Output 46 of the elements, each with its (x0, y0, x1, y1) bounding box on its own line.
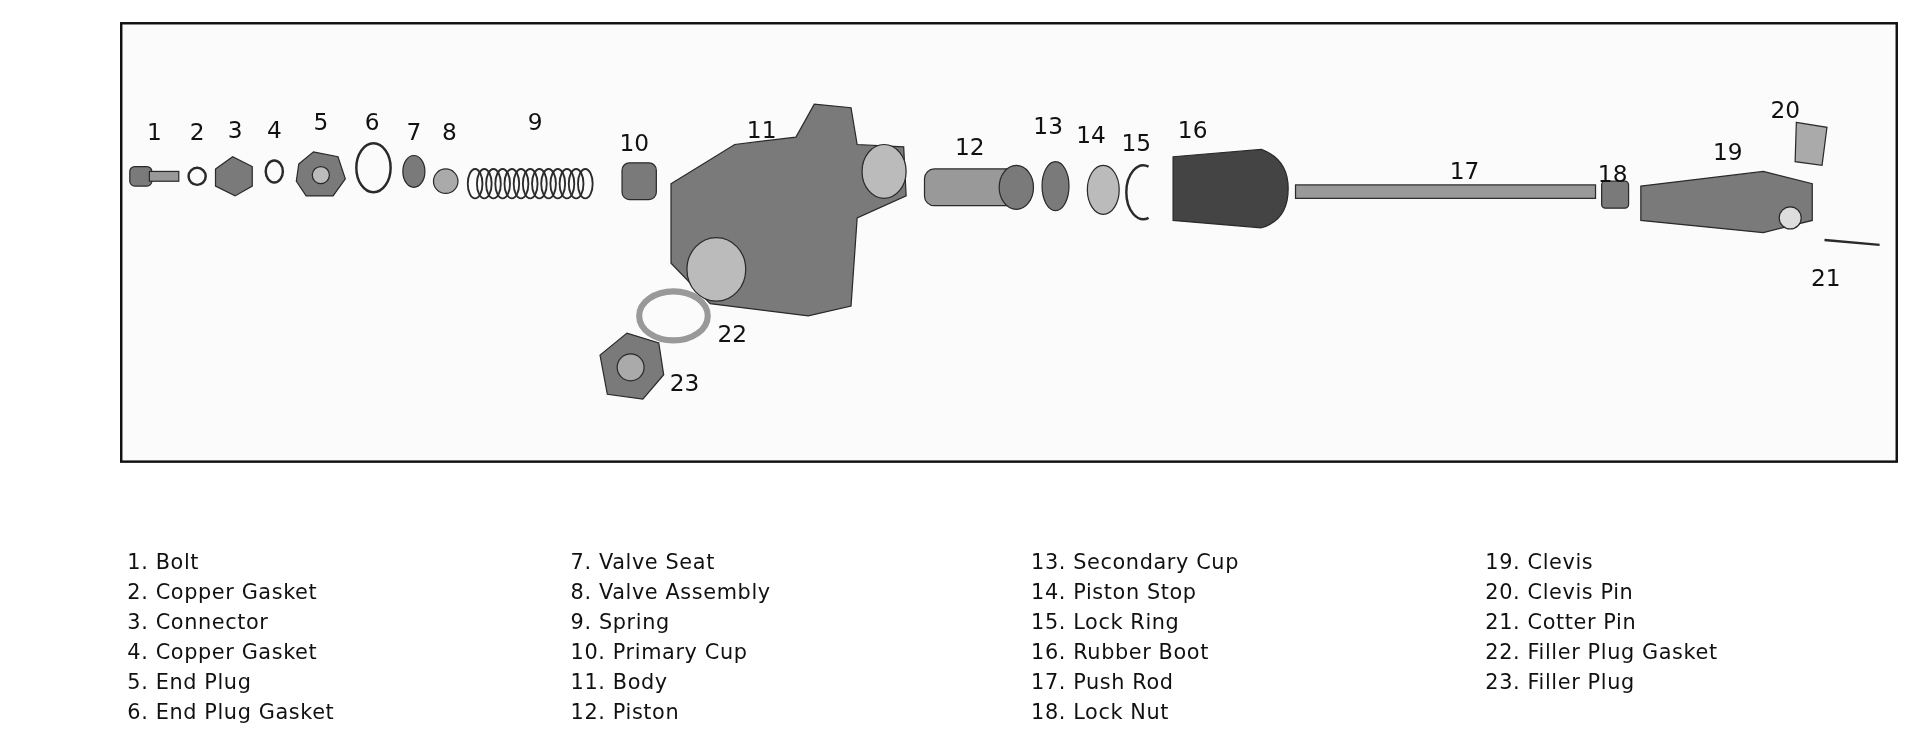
parts-list-item: 23. Filler Plug (1485, 671, 1635, 693)
parts-list-item: 8. Valve Assembly (570, 582, 771, 603)
callout-number: 17 (1449, 159, 1480, 184)
callout-number: 3 (227, 118, 243, 142)
callout-number: 22 (717, 322, 748, 346)
parts-list-item: 5. End Plug (127, 671, 252, 693)
callout-number: 2 (189, 120, 205, 144)
parts-list-item: 7. Valve Seat (570, 552, 715, 574)
callout-number: 14 (1076, 123, 1106, 147)
callout-number: 20 (1770, 98, 1801, 122)
parts-list-item: 11. Body (570, 671, 668, 693)
parts-list-item: 9. Spring (570, 612, 670, 633)
callout-number: 12 (955, 135, 985, 159)
parts-list-item: 19. Clevis (1485, 552, 1594, 574)
callout-number: 23 (669, 371, 700, 395)
parts-list-item: 20. Clevis Pin (1485, 582, 1634, 603)
callout-number: 8 (442, 120, 457, 144)
parts-list-item: 18. Lock Nut (1031, 701, 1170, 723)
parts-list-item: 3. Connector (127, 612, 269, 633)
callout-number: 18 (1597, 162, 1628, 186)
callout-number: 15 (1121, 131, 1152, 155)
parts-list-item: 15. Lock Ring (1031, 612, 1180, 633)
parts-list-item: 1. Bolt (127, 552, 200, 574)
parts-list-item: 14. Piston Stop (1031, 582, 1197, 603)
parts-list-item: 21. Cotter Pin (1485, 612, 1637, 633)
callout-number: 16 (1177, 118, 1208, 142)
parts-list-item: 4. Copper Gasket (127, 641, 318, 663)
callout-number: 7 (406, 120, 422, 144)
callout-number: 13 (1033, 114, 1063, 138)
parts-list-item: 16. Rubber Boot (1031, 641, 1209, 663)
parts-list-item: 13. Secondary Cup (1031, 552, 1239, 574)
parts-list-item: 12. Piston (570, 701, 680, 723)
callout-number: 9 (527, 110, 543, 135)
callout-number: 21 (1810, 266, 1841, 290)
parts-list-item: 10. Primary Cup (570, 641, 748, 663)
parts-list-item: 22. Filler Plug Gasket (1485, 641, 1718, 663)
callout-number: 4 (266, 118, 282, 142)
parts-list-item: 6. End Plug Gasket (127, 701, 335, 723)
parts-list-item: 2. Copper Gasket (127, 582, 318, 603)
callout-number: 6 (364, 110, 380, 135)
callout-number: 19 (1712, 140, 1743, 164)
callout-number: 11 (746, 118, 777, 142)
callout-number: 5 (313, 110, 329, 135)
parts-list-item: 17. Push Rod (1031, 671, 1174, 693)
callout-number: 1 (146, 120, 162, 144)
callout-number: 10 (619, 131, 650, 155)
